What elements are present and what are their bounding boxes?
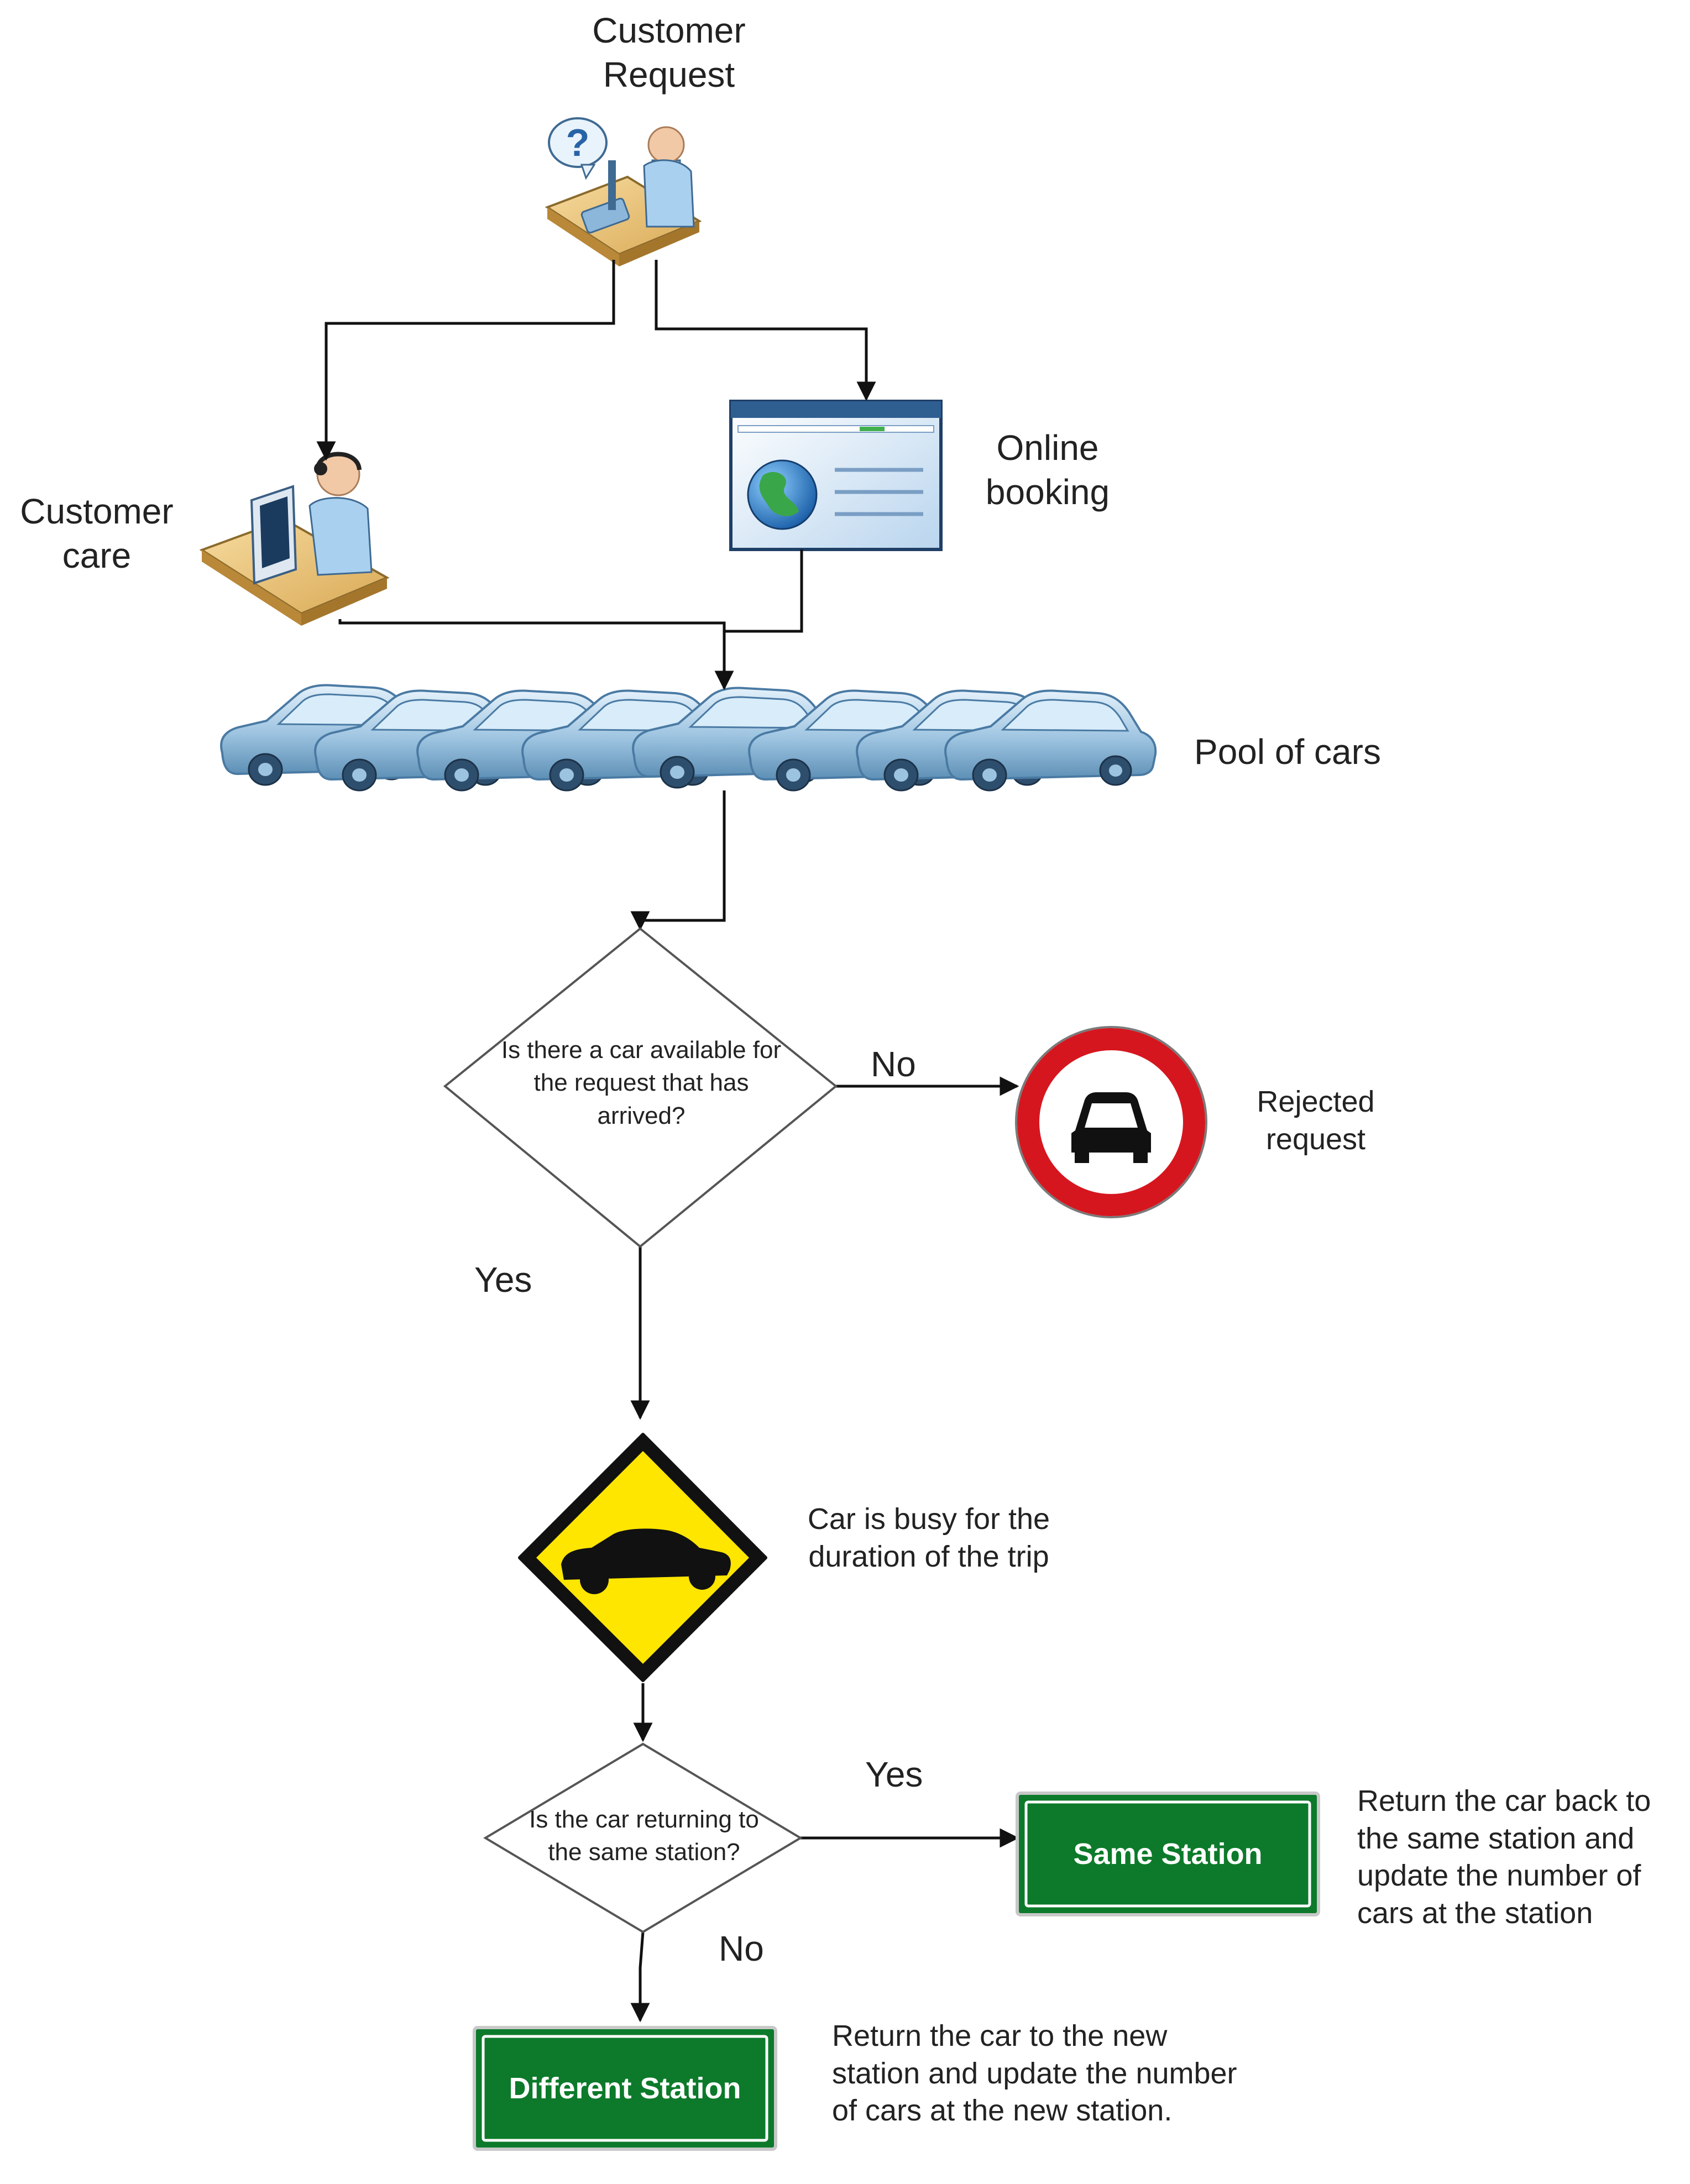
pool-of-cars-icon xyxy=(220,684,1157,792)
different-station-sign xyxy=(473,2026,777,2151)
edge-label-return-no: No xyxy=(719,1929,764,1968)
decision-car-available-line3: arrived? xyxy=(597,1102,686,1129)
customer-request-label-line1: Customer xyxy=(592,11,746,50)
no-vehicles-sign-icon xyxy=(1015,1026,1207,1218)
same-station-description: Return the car back to the same station … xyxy=(1357,1783,1651,1932)
different-station-desc-line3: of cars at the new station. xyxy=(832,2094,1173,2127)
customer-care-label-line1: Customer xyxy=(20,491,174,531)
different-station-description: Return the car to the new station and up… xyxy=(832,2018,1237,2130)
svg-text:?: ? xyxy=(566,121,590,164)
decision-car-available-line1: Is there a car available for xyxy=(501,1036,782,1064)
customer-care-label: Customer care xyxy=(6,489,188,578)
customer-care-label-line2: care xyxy=(62,536,132,575)
customer-request-icon: ? xyxy=(545,117,702,266)
same-station-desc-line3: update the number of xyxy=(1357,1859,1641,1892)
same-station-sign-label: Same Station xyxy=(1073,1837,1263,1871)
same-station-desc-line4: cars at the station xyxy=(1357,1896,1593,1930)
different-station-sign-label: Different Station xyxy=(509,2072,741,2105)
decision-returning-line2: the same station? xyxy=(548,1839,740,1866)
car-busy-label-line2: duration of the trip xyxy=(808,1539,1049,1573)
customer-request-label: Customer Request xyxy=(558,8,779,97)
edge-label-available-yes: Yes xyxy=(474,1260,532,1300)
edge-label-available-no: No xyxy=(871,1044,916,1084)
customer-request-label-line2: Request xyxy=(603,55,735,95)
same-station-sign xyxy=(1016,1792,1320,1916)
rejected-request-label: Rejected request xyxy=(1233,1083,1399,1158)
connector-lines xyxy=(316,260,1019,2023)
decision-returning-text: Is the car returning to the same station… xyxy=(509,1803,779,1869)
car-warning-sign-icon xyxy=(518,1433,767,1682)
pool-of-cars-label: Pool of cars xyxy=(1194,732,1381,772)
decision-car-available-text: Is there a car available for the request… xyxy=(475,1034,807,1132)
same-station-desc-line1: Return the car back to xyxy=(1357,1784,1651,1818)
decision-car-available xyxy=(443,927,838,1248)
different-station-desc-line2: station and update the number xyxy=(832,2056,1237,2090)
online-booking-icon xyxy=(729,400,943,551)
rejected-request-label-line1: Rejected xyxy=(1257,1085,1375,1118)
online-booking-label-line2: booking xyxy=(985,472,1110,512)
customer-care-icon xyxy=(199,452,390,626)
decision-returning-same-station xyxy=(483,1742,803,1934)
car-busy-label: Car is busy for the duration of the trip xyxy=(791,1501,1067,1575)
different-station-desc-line1: Return the car to the new xyxy=(832,2019,1168,2052)
online-booking-label-line1: Online xyxy=(996,428,1099,468)
rejected-request-label-line2: request xyxy=(1265,1122,1366,1156)
car-busy-label-line1: Car is busy for the xyxy=(807,1502,1050,1536)
decision-returning-line1: Is the car returning to xyxy=(529,1806,759,1833)
decision-car-available-line2: the request that has xyxy=(533,1069,749,1097)
edge-label-return-yes: Yes xyxy=(865,1754,923,1794)
online-booking-label: Online booking xyxy=(970,426,1125,514)
same-station-desc-line2: the same station and xyxy=(1357,1821,1635,1855)
